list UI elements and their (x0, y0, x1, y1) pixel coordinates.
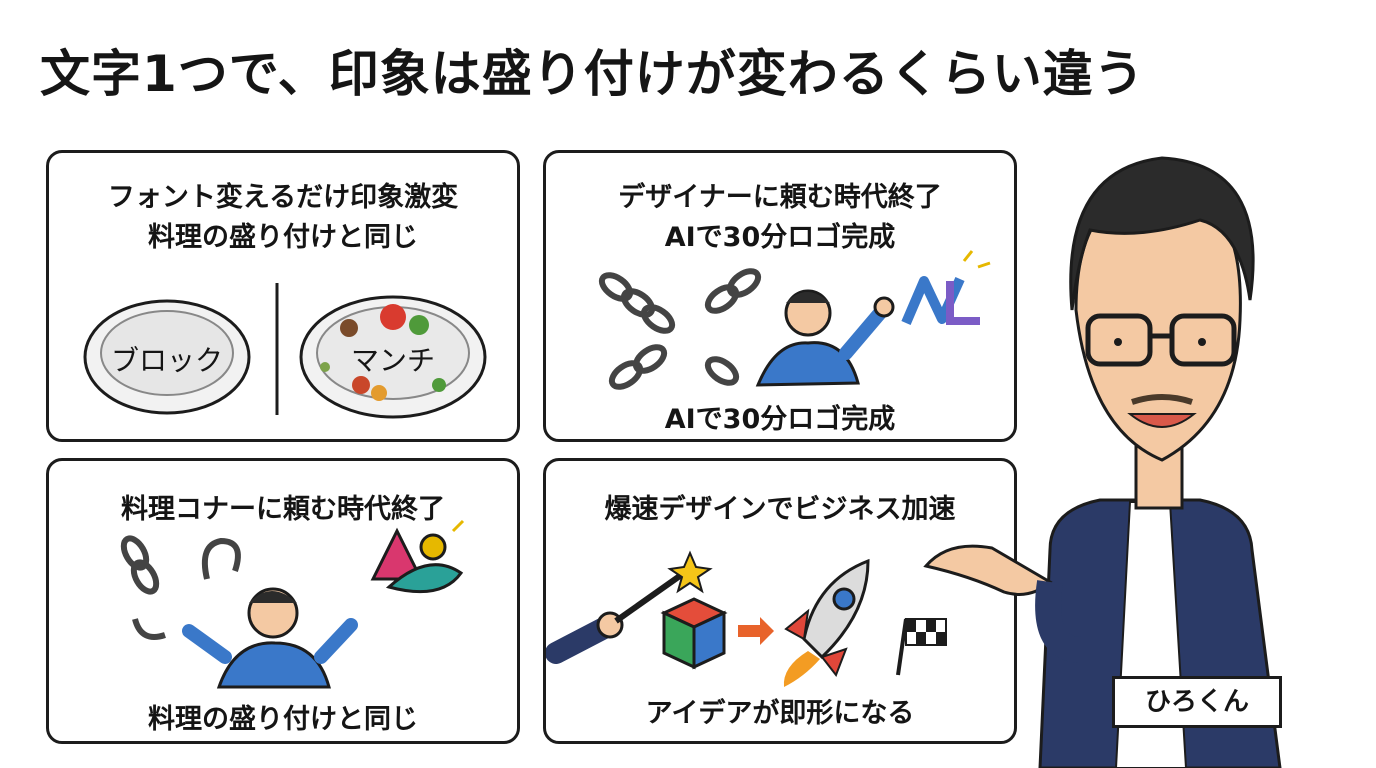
panel-heading: 料理コナーに頼む時代終了 (121, 494, 445, 525)
presenter-illustration (923, 156, 1282, 768)
panel-caption: 料理の盛り付けと同じ (148, 704, 418, 735)
happy-person-icon (182, 587, 358, 689)
plate-label-right: マンチ (350, 344, 435, 377)
plate-label-left: ブロック (110, 344, 223, 377)
food-mushroom-icon (340, 319, 358, 337)
nl-logo-icon (901, 250, 991, 325)
hair (1069, 156, 1255, 311)
freed-person-illustration (120, 519, 465, 689)
mustache (1131, 394, 1193, 405)
broken-chain-icon (598, 268, 762, 390)
panel-subheading: 料理の盛り付けと同じ (148, 222, 418, 253)
magic-wand-icon (546, 550, 713, 664)
broken-chain-icon (120, 535, 241, 640)
open-hand-icon (923, 544, 1053, 596)
arrow-right-icon (738, 617, 774, 645)
panel-speed-design: 爆速デザインでビジネス加速 アイデアが即形 (543, 458, 1017, 744)
cube-icon (660, 597, 728, 670)
food-tomato-icon (380, 304, 406, 330)
panel-font-impression: フォント変えるだけ印象激変 料理の盛り付けと同じ ブロック マンチ (46, 150, 520, 442)
panel-caption: AIで30分ロゴ完成 (664, 404, 896, 435)
panel-caption: アイデアが即形になる (645, 698, 915, 729)
presenter-name-tag: ひろくん (1112, 676, 1282, 728)
page-title: 文字1つで、印象は盛り付けが変わるくらい違う (40, 45, 1145, 103)
idea-to-rocket-illustration (546, 550, 947, 687)
panel-heading: 爆速デザインでビジネス加速 (604, 494, 956, 525)
mouth (1127, 413, 1197, 428)
checkered-flag-icon (896, 618, 947, 676)
panel-designer-era: デザイナーに頼む時代終了 AIで30分ロゴ完成 AIで30分ロゴ完成 (543, 150, 1017, 442)
rocket-icon (783, 558, 870, 687)
plates-illustration (83, 283, 487, 419)
food-herb-icon (409, 315, 429, 335)
glasses-icon (1085, 313, 1237, 367)
colorful-logo-icon (370, 519, 465, 594)
panel-heading: フォント変えるだけ印象激変 (107, 182, 459, 213)
panel-subheading: AIで30分ロゴ完成 (664, 222, 896, 253)
panel-cooking-era: 料理コナーに頼む時代終了 料理の盛り付けと同じ (46, 458, 520, 744)
cheering-person-icon (755, 289, 895, 387)
broken-chain-illustration (598, 250, 991, 390)
panel-heading: デザイナーに頼む時代終了 (618, 182, 942, 213)
